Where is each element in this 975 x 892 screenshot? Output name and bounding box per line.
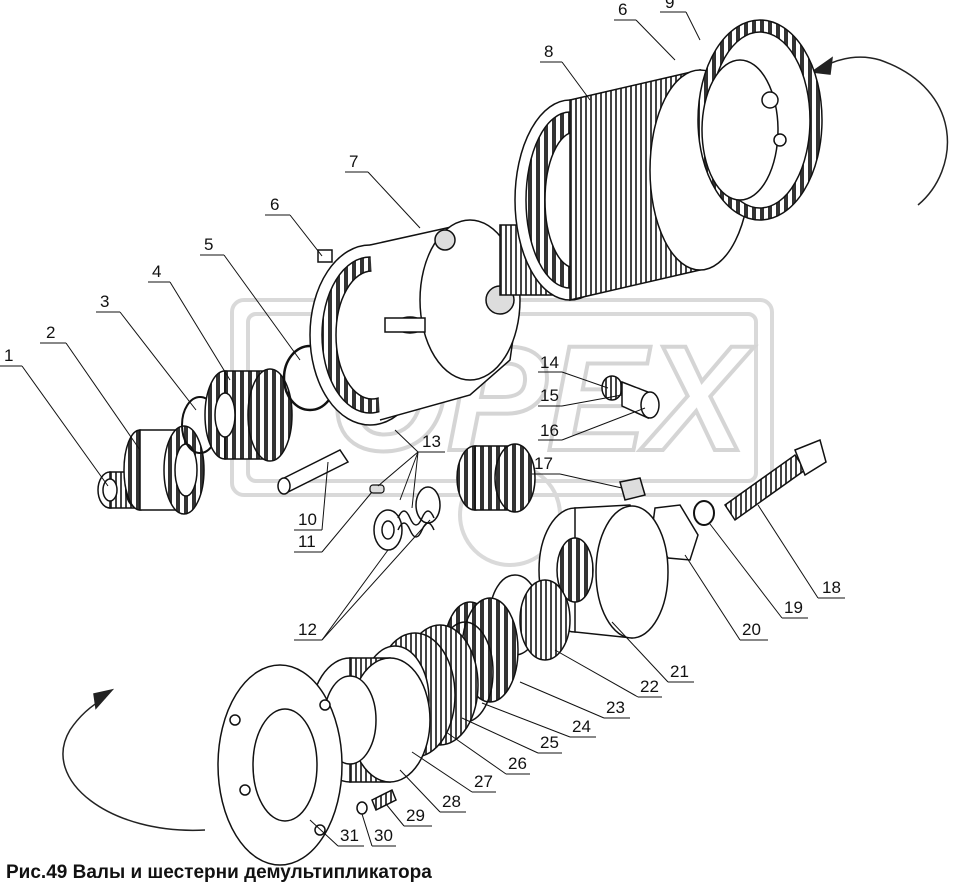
svg-text:16: 16 [540,421,559,440]
callout-31: 31 [309,819,364,847]
svg-text:22: 22 [640,677,659,696]
svg-text:3: 3 [100,292,109,311]
svg-text:6: 6 [618,0,627,19]
svg-text:31: 31 [340,826,359,845]
callout-16: 16 [538,407,646,441]
callout-15: 15 [538,386,623,407]
callout-6a: 6 [265,195,323,257]
callout-10: 10 [294,461,329,531]
part-10-pin [277,449,350,495]
svg-text:20: 20 [742,620,761,639]
callout-5: 5 [200,235,301,361]
part-2-splined-hub [123,425,205,515]
callout-28: 28 [399,769,466,813]
part-8-clutch-drum [514,69,751,301]
callout-20: 20 [684,554,768,641]
part-29-screw [371,788,397,812]
callout-25: 25 [461,717,562,754]
svg-text:28: 28 [442,792,461,811]
callout-6b: 6 [614,0,676,61]
svg-text:2: 2 [46,323,55,342]
callout-11: 11 [294,491,373,553]
rotation-arrow-top [809,56,948,206]
figure-caption: Рис.49 Валы и шестерни демультипликатора [6,862,432,883]
callout-8: 8 [540,42,591,101]
part-30-washer [356,801,368,815]
svg-text:10: 10 [298,510,317,529]
callout-13: 13 [377,429,445,509]
svg-text:15: 15 [540,386,559,405]
callout-2: 2 [40,323,141,451]
callout-23: 23 [519,681,630,719]
callout-22: 22 [554,649,662,698]
svg-text:24: 24 [572,717,591,736]
callout-9: 9 [660,0,701,41]
part-19-washer [693,500,715,526]
svg-text:30: 30 [374,826,393,845]
callout-17: 17 [532,454,623,489]
callout-30: 30 [361,813,396,847]
part-13-spring [397,510,435,538]
callout-21: 21 [611,621,694,683]
svg-text:14: 14 [540,353,559,372]
callout-14: 14 [538,353,609,389]
callout-24: 24 [481,702,596,738]
part-17-block [619,477,646,501]
callout-4: 4 [148,262,231,381]
small-gear [456,443,536,513]
part-12-washers [373,486,441,551]
callout-27: 27 [411,751,496,793]
part-9-ring-gear [697,19,823,221]
svg-text:27: 27 [474,772,493,791]
svg-text:7: 7 [349,152,358,171]
svg-text:5: 5 [204,235,213,254]
callout-18: 18 [757,504,845,599]
part-6-lug-front [317,249,333,263]
svg-text:18: 18 [822,578,841,597]
svg-text:13: 13 [422,432,441,451]
svg-text:8: 8 [544,42,553,61]
svg-text:12: 12 [298,620,317,639]
part-11-small-pin [369,484,385,494]
callout-3: 3 [96,292,197,411]
svg-text:6: 6 [270,195,279,214]
part-18-bolt [723,438,827,522]
part-4-gear [204,368,293,462]
svg-text:21: 21 [670,662,689,681]
part-21-flange [538,504,669,639]
part-7-planet-carrier [309,219,521,426]
callout-7: 7 [345,152,421,229]
svg-text:9: 9 [665,0,674,12]
rotation-arrow-bottom [62,688,206,832]
callout-1: 1 [0,346,109,487]
part-31-plate [217,664,343,866]
callouts: 1 2 3 4 5 6 7 8 6 9 10 11 12 13 14 15 16… [0,0,845,847]
svg-text:25: 25 [540,733,559,752]
callout-26: 26 [445,731,530,775]
svg-text:11: 11 [298,532,316,551]
callout-29: 29 [385,803,432,827]
svg-text:17: 17 [534,454,553,473]
svg-text:23: 23 [606,698,625,717]
svg-text:26: 26 [508,754,527,773]
svg-text:19: 19 [784,598,803,617]
callout-19: 19 [709,523,808,619]
svg-text:1: 1 [4,346,13,365]
callout-12: 12 [294,519,431,641]
svg-text:29: 29 [406,806,425,825]
svg-text:4: 4 [152,262,161,281]
